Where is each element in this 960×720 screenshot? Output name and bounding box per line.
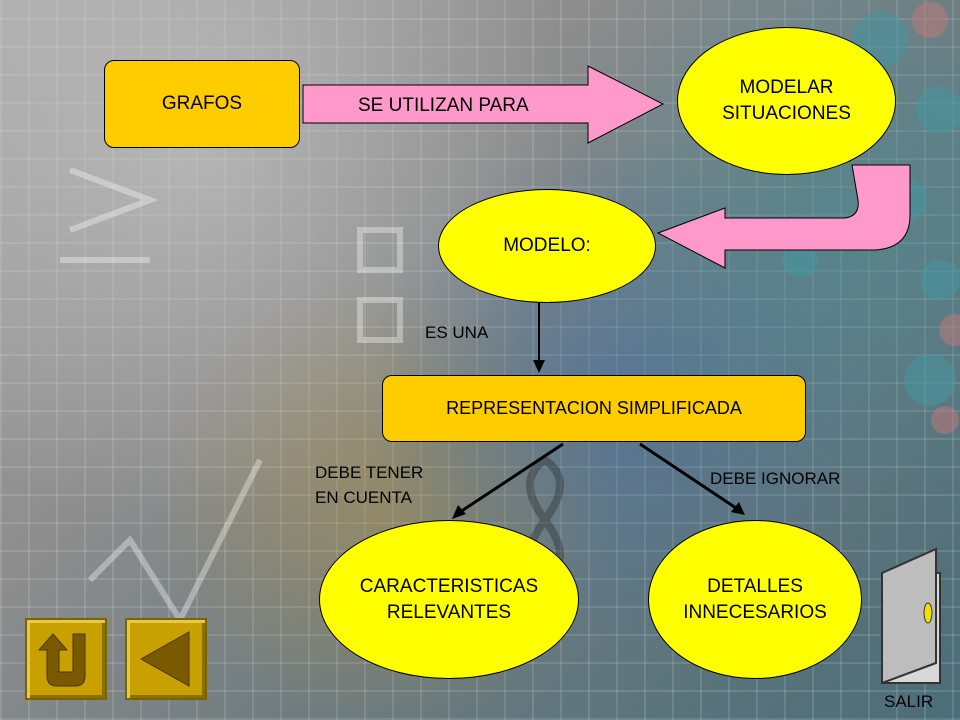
- caracteristicas-node: CARACTERISTICAS RELEVANTES: [319, 520, 579, 679]
- door-knob: [923, 602, 933, 624]
- debe-ignorar-line: [639, 442, 737, 510]
- previous-button[interactable]: [125, 618, 207, 700]
- modelar-node: MODELAR SITUACIONES: [677, 27, 896, 175]
- representacion-label: REPRESENTACION SIMPLIFICADA: [446, 398, 742, 419]
- salir-label[interactable]: SALIR: [884, 692, 934, 711]
- door-exit-icon: [881, 547, 937, 685]
- triangle-left-icon: [139, 631, 190, 687]
- modelo-node: MODELO:: [438, 189, 656, 303]
- representacion-node: REPRESENTACION SIMPLIFICADA: [382, 375, 806, 442]
- return-button[interactable]: [25, 618, 107, 700]
- grafos-label: GRAFOS: [161, 93, 243, 115]
- debe-ignorar-arrowhead: [731, 502, 745, 515]
- exit-door-button[interactable]: [878, 545, 948, 685]
- se-utilizan-label: SE UTILIZAN PARA: [358, 95, 529, 116]
- debe-ignorar-label: DEBE IGNORAR: [710, 469, 841, 488]
- debe-tener-line: [459, 442, 564, 514]
- u-turn-return-icon: [37, 633, 86, 687]
- debe-tener-label: DEBE TENER EN CUENTA: [315, 463, 424, 507]
- curved-block-arrow: [656, 164, 911, 269]
- debe-tener-arrowhead: [452, 505, 466, 519]
- modelo-label: MODELO:: [503, 235, 591, 257]
- utilizan-block-arrow: [302, 65, 665, 144]
- modelar-label: MODELAR SITUACIONES: [722, 77, 851, 124]
- detalles-label: DETALLES INNECESARIOS: [683, 575, 827, 623]
- es-una-label: ES UNA: [425, 323, 489, 342]
- grafos-node: GRAFOS: [104, 60, 300, 148]
- caracteristicas-label: CARACTERISTICAS RELEVANTES: [359, 575, 539, 623]
- detalles-node: DETALLES INNECESARIOS: [648, 520, 862, 679]
- es-una-arrowhead: [533, 360, 545, 373]
